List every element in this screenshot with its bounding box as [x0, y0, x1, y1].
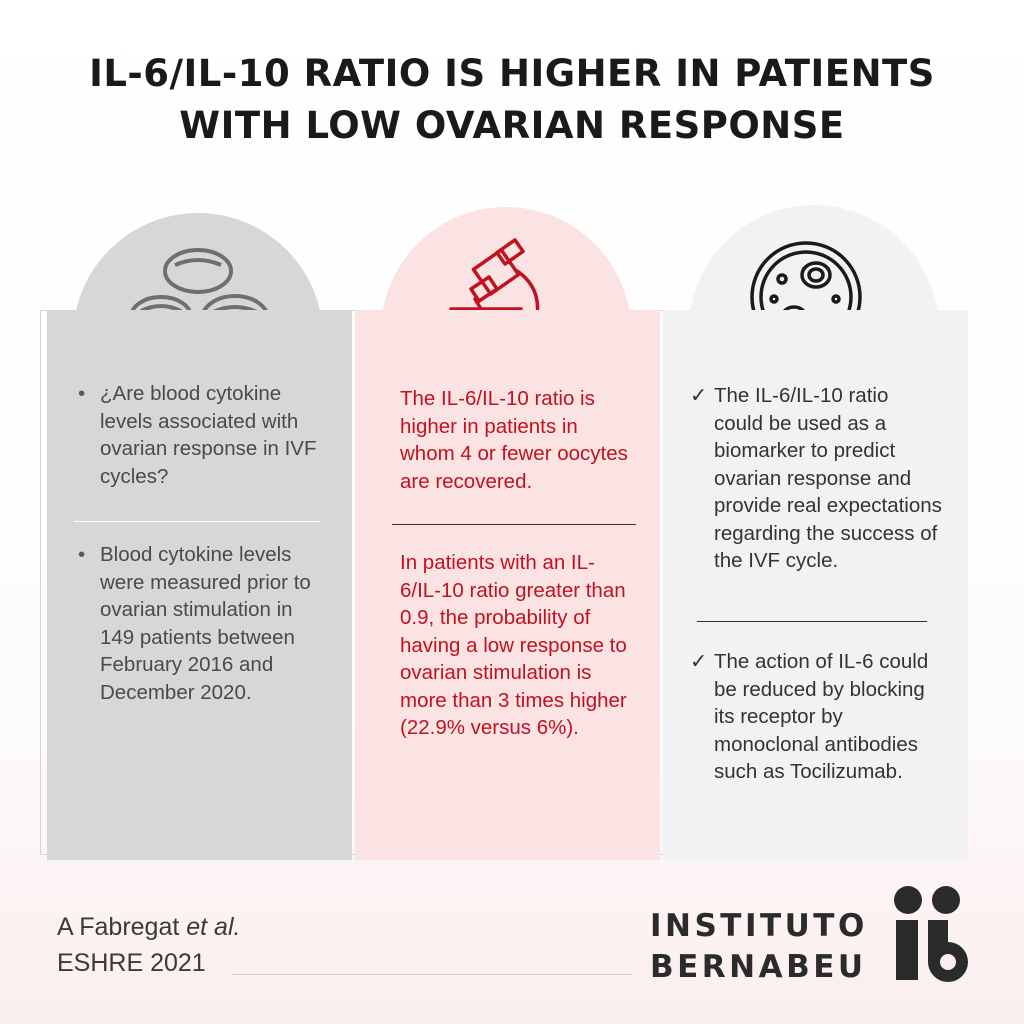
- middle-panel: [355, 310, 660, 860]
- logo-line-1: INSTITUTO: [650, 908, 868, 944]
- left-question: ¿Are blood cytokine levels associated wi…: [74, 380, 324, 490]
- middle-divider: [392, 524, 636, 525]
- logo-line-2: BERNABEU: [650, 949, 867, 985]
- right-conclusion-list-1: The IL-6/IL-10 ratio could be used as a …: [690, 382, 942, 575]
- citation-event: ESHRE 2021: [57, 949, 206, 977]
- right-conclusion-1: The IL-6/IL-10 ratio could be used as a …: [690, 382, 942, 575]
- title-line-1: IL-6/IL-10 RATIO IS HIGHER IN PATIENTS: [89, 52, 935, 95]
- left-question-list: ¿Are blood cytokine levels associated wi…: [74, 380, 324, 490]
- right-conclusion-2: The action of IL-6 could be reduced by b…: [690, 648, 942, 786]
- ib-logo-icon: [894, 886, 968, 982]
- right-divider: [697, 621, 927, 622]
- right-conclusion-list-2: The action of IL-6 could be reduced by b…: [690, 648, 942, 786]
- citation: A Fabregat et al. ESHRE 2021: [57, 909, 240, 981]
- middle-finding-1: The IL-6/IL-10 ratio is higher in patien…: [400, 387, 628, 493]
- title-line-2: WITH LOW OVARIAN RESPONSE: [179, 104, 845, 147]
- citation-author: A Fabregat: [57, 913, 187, 941]
- brand-logo-text: INSTITUTO BERNABEU: [650, 906, 868, 988]
- left-method: Blood cytokine levels were measured prio…: [74, 541, 324, 706]
- citation-etal: et al.: [186, 913, 241, 941]
- left-divider: [74, 521, 320, 522]
- left-method-list: Blood cytokine levels were measured prio…: [74, 541, 324, 706]
- footer-divider: [232, 974, 632, 975]
- page-title: IL-6/IL-10 RATIO IS HIGHER IN PATIENTS W…: [0, 48, 1024, 152]
- middle-finding-2: In patients with an IL-6/IL-10 ratio gre…: [400, 551, 627, 739]
